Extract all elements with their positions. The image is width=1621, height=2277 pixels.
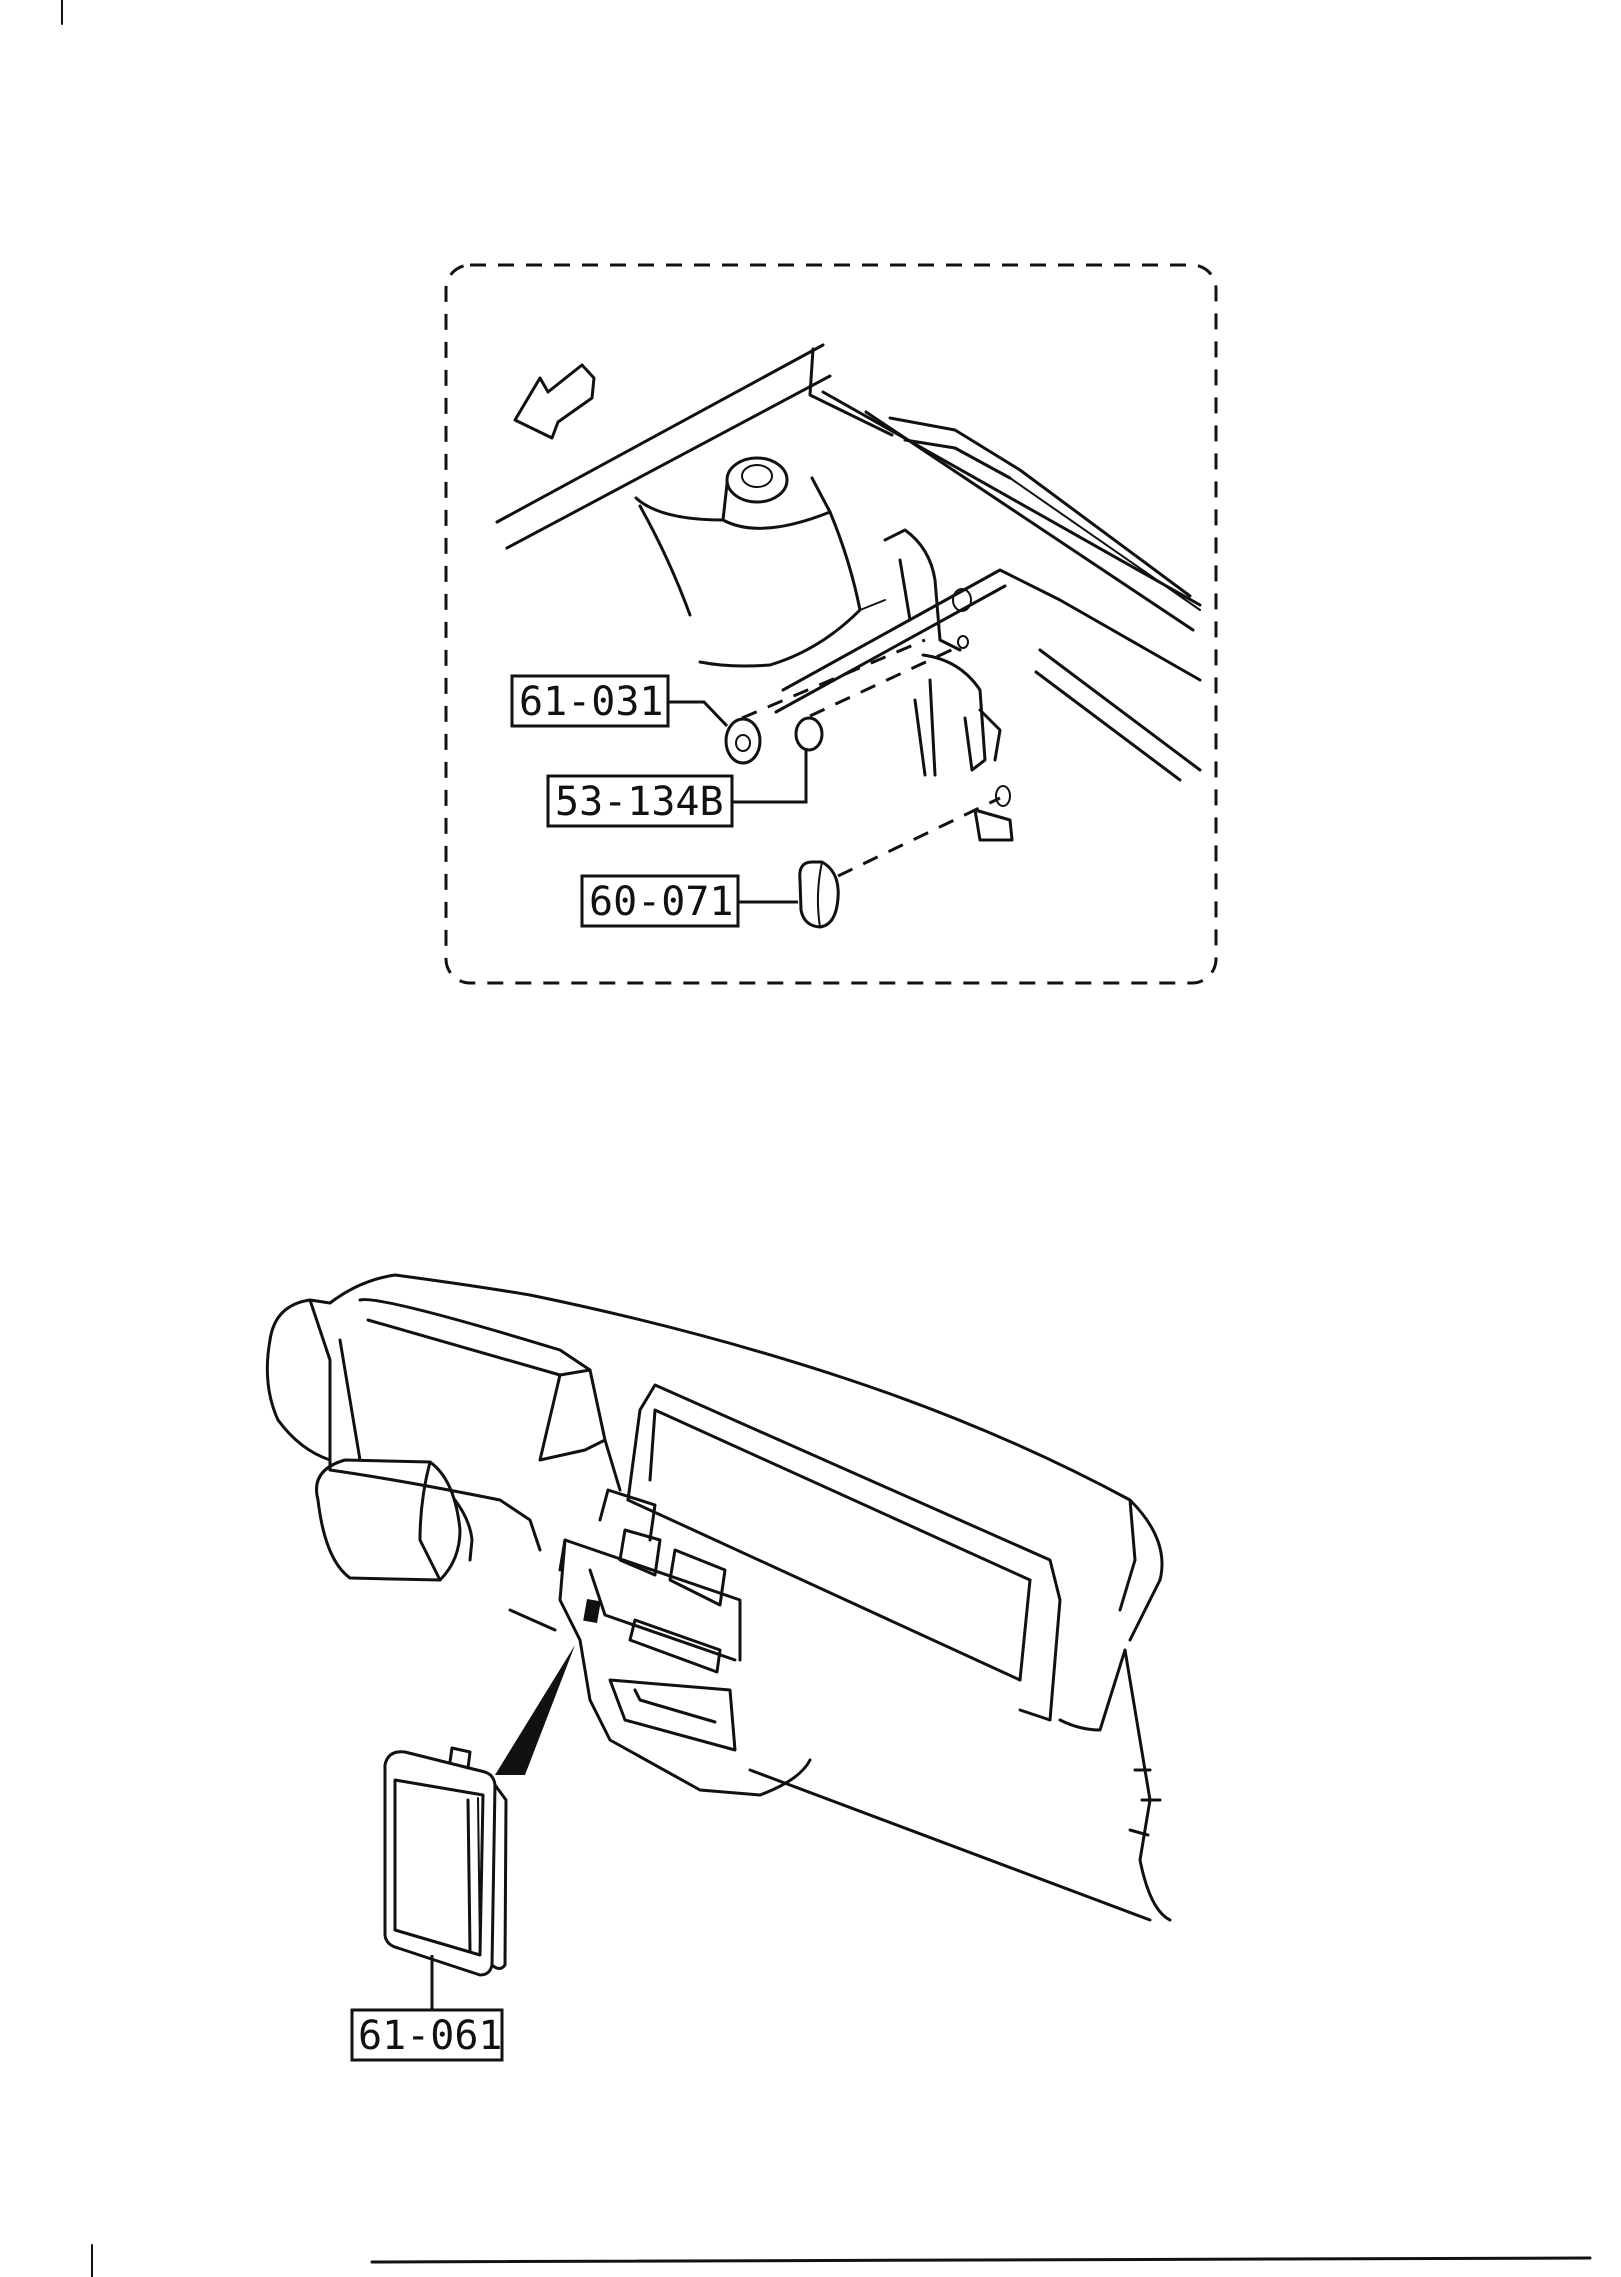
front-direction-arrow-icon xyxy=(513,363,596,440)
panel-opening xyxy=(583,1598,601,1624)
body-panel xyxy=(495,343,1202,842)
callout-plug: 53-134B xyxy=(546,774,734,828)
callout-cover: 60-071 xyxy=(580,874,740,928)
svg-text:60-071: 60-071 xyxy=(589,879,734,925)
grommet-part xyxy=(724,717,762,765)
detail-frame xyxy=(444,263,1218,985)
detail-view-floor-panel: 61-031 53-134B 60-071 xyxy=(444,263,1218,985)
svg-text:53-134B: 53-134B xyxy=(555,779,724,825)
callout-grommet: 61-031 xyxy=(510,674,670,728)
callout-panel-blank: 61-061 xyxy=(350,2008,504,2062)
svg-text:61-061: 61-061 xyxy=(358,2013,503,2059)
cover-part xyxy=(798,860,840,929)
instrument-panel-view: 61-061 xyxy=(265,1273,1172,2062)
plug-part xyxy=(794,716,824,752)
scan-edge-marks xyxy=(61,0,1592,2277)
panel-blank-part xyxy=(383,1746,508,1977)
svg-text:61-031: 61-031 xyxy=(519,679,664,725)
pointer-wedge xyxy=(495,1645,575,1775)
